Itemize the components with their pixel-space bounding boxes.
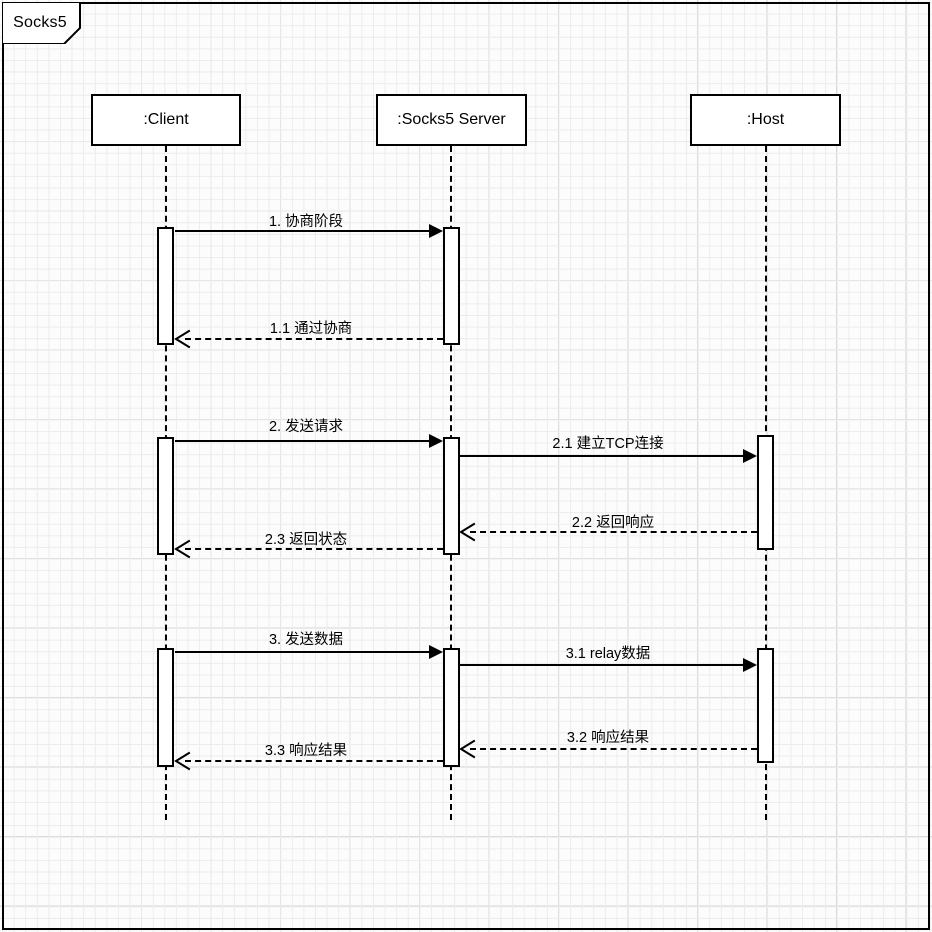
message-label-m1: 1. 协商阶段 [268,214,344,230]
message-line-m2_1 [460,455,747,457]
arrowhead-open-icon [174,751,191,771]
message-label-m3_1: 3.1 relay数据 [565,646,651,662]
arrowhead-open-icon [174,539,191,559]
message-line-m2_3 [185,548,443,550]
activation-bar-socks5 [443,437,460,555]
message-line-m3_2 [470,748,757,750]
message-line-m3 [175,651,433,653]
message-label-m2: 2. 发送请求 [268,419,344,435]
message-label-m2_3: 2.3 返回状态 [264,532,348,548]
arrowhead-filled-icon [742,657,757,672]
activation-bar-host [757,648,774,763]
activation-bar-client [157,648,174,767]
message-label-m2_1: 2.1 建立TCP连接 [552,436,664,452]
frame-label-text: Socks5 [13,14,67,31]
message-line-m3_1 [460,664,747,666]
arrowhead-filled-icon [742,448,757,463]
frame-label-tab: Socks5 [2,2,92,44]
message-label-m3_3: 3.3 响应结果 [264,743,348,759]
message-label-m1_1: 1.1 通过协商 [269,321,353,337]
activation-bar-socks5 [443,227,460,345]
activation-bar-host [757,435,774,550]
message-line-m1_1 [185,338,443,340]
message-label-m3_2: 3.2 响应结果 [566,730,650,746]
participant-host[interactable]: :Host [690,94,841,146]
activation-bar-client [157,437,174,555]
activation-bar-socks5 [443,648,460,767]
participant-label: :Socks5 Server [397,111,506,128]
message-line-m1 [175,230,433,232]
participant-label: :Host [746,111,785,128]
message-line-m2 [175,440,433,442]
message-label-m3: 3. 发送数据 [268,632,344,648]
arrowhead-open-icon [459,522,476,542]
arrowhead-filled-icon [428,644,443,659]
activation-bar-client [157,227,174,345]
arrowhead-filled-icon [428,433,443,448]
message-line-m3_3 [185,760,443,762]
participant-socks5[interactable]: :Socks5 Server [376,94,527,146]
arrowhead-open-icon [174,329,191,349]
arrowhead-filled-icon [428,223,443,238]
participant-label: :Client [143,111,189,128]
participant-client[interactable]: :Client [91,94,241,146]
message-label-m2_2: 2.2 返回响应 [571,515,655,531]
message-line-m2_2 [470,531,757,533]
arrowhead-open-icon [459,739,476,759]
